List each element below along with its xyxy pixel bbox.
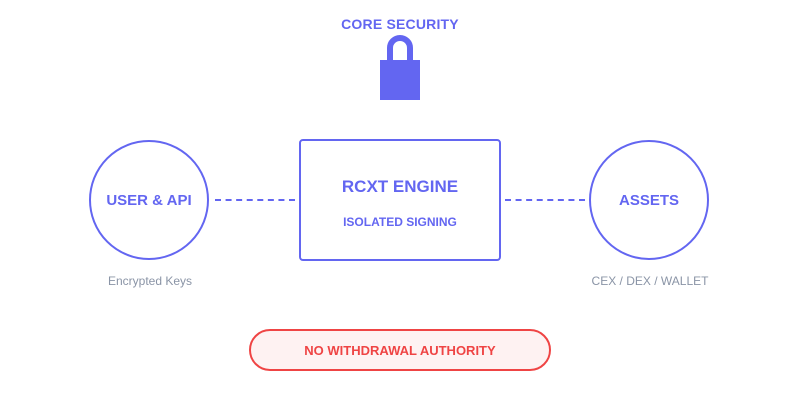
user-api-label: USER & API [106,191,192,209]
engine-subtitle: ISOLATED SIGNING [343,215,457,229]
lock-icon [380,35,420,100]
assets-label: ASSETS [618,191,679,209]
assets-node: ASSETS [589,140,709,260]
no-withdrawal-badge: NO WITHDRAWAL AUTHORITY [249,329,551,371]
user-api-caption: Encrypted Keys [107,274,193,288]
rcxt-engine-node: RCXT ENGINE ISOLATED SIGNING [299,139,501,261]
assets-caption: CEX / DEX / WALLET [591,274,709,288]
engine-title: RCXT ENGINE [341,177,459,196]
connector-right [505,199,585,201]
connector-left [215,199,295,201]
warning-label: NO WITHDRAWAL AUTHORITY [304,342,496,358]
core-security-title: CORE SECURITY [341,16,459,32]
user-api-node: USER & API [89,140,209,260]
